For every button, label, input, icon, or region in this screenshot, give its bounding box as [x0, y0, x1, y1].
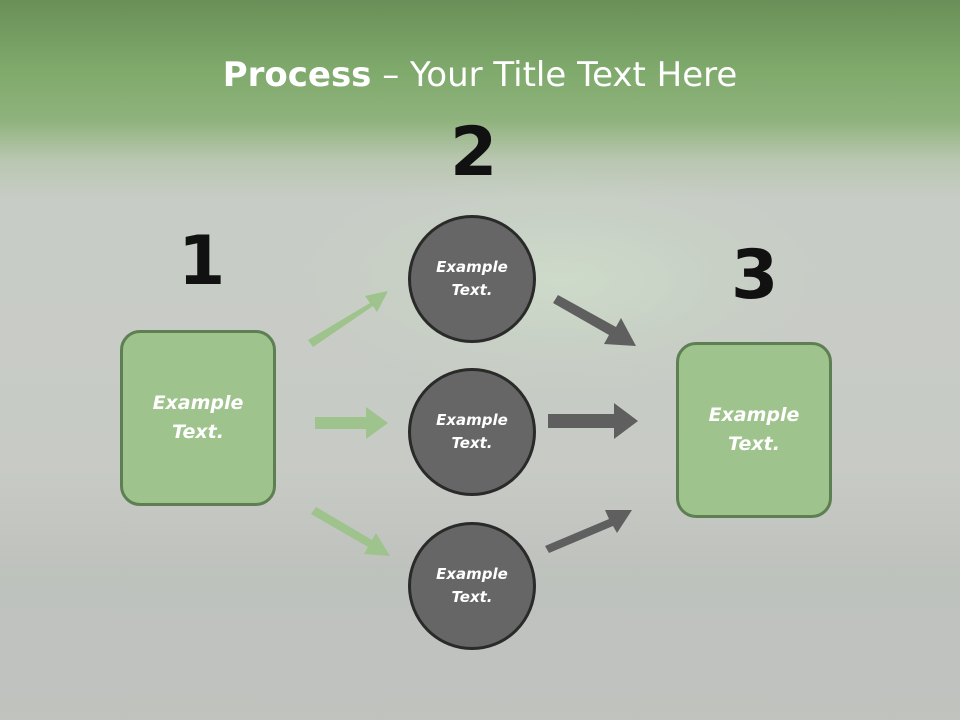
process-circle-top: Example Text.: [408, 215, 536, 343]
circle-middle-text: Example Text.: [436, 411, 508, 452]
arrow-down-right-green: [311, 507, 390, 556]
title-rest: – Your Title Text Here: [371, 55, 738, 95]
process-circle-middle: Example Text.: [408, 368, 536, 496]
left-box-text: Example Text.: [152, 392, 244, 443]
arrow-right-gray: [548, 403, 638, 439]
arrow-up-right-gray: [545, 510, 632, 553]
arrow-right-green: [315, 407, 388, 439]
arrow-up-right-green: [308, 291, 388, 347]
arrow-down-right-gray: [553, 295, 636, 346]
step-number-2: 2: [450, 113, 498, 192]
slide-title: Process – Your Title Text Here: [0, 52, 960, 98]
title-bold: Process: [222, 55, 372, 95]
left-process-box: Example Text.: [120, 330, 276, 506]
circle-top-text: Example Text.: [436, 258, 508, 299]
gray-arrows: [545, 295, 638, 553]
circle-bottom-text: Example Text.: [436, 565, 508, 606]
step-number-3: 3: [731, 236, 779, 315]
process-circle-bottom: Example Text.: [408, 522, 536, 650]
right-box-text: Example Text.: [708, 404, 800, 455]
green-arrows: [308, 291, 390, 556]
right-process-box: Example Text.: [676, 342, 832, 518]
step-number-1: 1: [178, 222, 226, 301]
